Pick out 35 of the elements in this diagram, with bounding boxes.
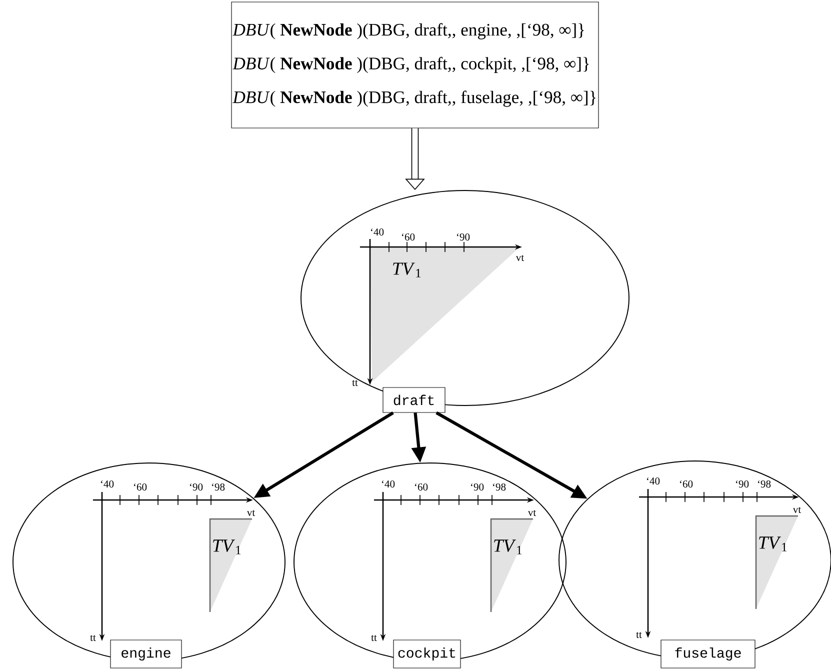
tick-label: ‘40 bbox=[382, 480, 395, 488]
tick-label: ‘60 bbox=[680, 480, 693, 488]
tick-label: ‘40 bbox=[101, 480, 114, 488]
region-label: TV$_{1}$ bbox=[213, 540, 241, 554]
axis-label: tt bbox=[371, 634, 377, 642]
tick-label: ‘60 bbox=[134, 483, 147, 491]
tick-label: ‘90 bbox=[471, 483, 484, 491]
axis-label: vt bbox=[516, 254, 524, 262]
axis-label: vt bbox=[246, 510, 256, 516]
tick-label: ‘98 bbox=[212, 483, 225, 491]
tick-label: ‘98 bbox=[493, 483, 506, 491]
version-ellipse bbox=[300, 190, 630, 406]
tick-label: ‘90 bbox=[457, 233, 470, 241]
version-box: engine bbox=[110, 640, 182, 668]
tick-label: ‘90 bbox=[736, 480, 749, 488]
tick-label: ‘40 bbox=[371, 228, 384, 236]
version-box: draft bbox=[382, 387, 446, 413]
tick-label: ‘90 bbox=[190, 483, 203, 491]
axis-label: tt bbox=[90, 634, 96, 642]
tick-label: ‘98 bbox=[758, 480, 771, 488]
axis-label: tt bbox=[352, 380, 358, 386]
tick-label: ‘60 bbox=[402, 233, 415, 241]
region-label: TV$_{1}$ bbox=[494, 540, 522, 554]
axis-label: vt bbox=[528, 510, 536, 516]
region-label: TV$_{1}$ bbox=[393, 262, 421, 278]
version-ellipse bbox=[12, 462, 286, 662]
version-box: cockpit bbox=[393, 640, 461, 668]
axis-label: vt bbox=[792, 506, 802, 514]
version-box: fuselage bbox=[660, 640, 756, 668]
tick-label: ‘40 bbox=[647, 477, 660, 485]
axis-label: tt bbox=[636, 632, 642, 638]
region-label: TV$_{1}$ bbox=[759, 536, 787, 552]
tick-label: ‘60 bbox=[415, 483, 428, 491]
command-box: DBU( NewNode )(DBG, draft,, engine, ,[‘98, ∞]} DBU( NewNode )(DBG, draft,, cockpit, ,[‘98, ∞]} DBU( NewNode )(DBG, draft,, fuselage, ,[‘98, ∞]} bbox=[231, 2, 599, 128]
version-ellipse bbox=[294, 462, 566, 662]
